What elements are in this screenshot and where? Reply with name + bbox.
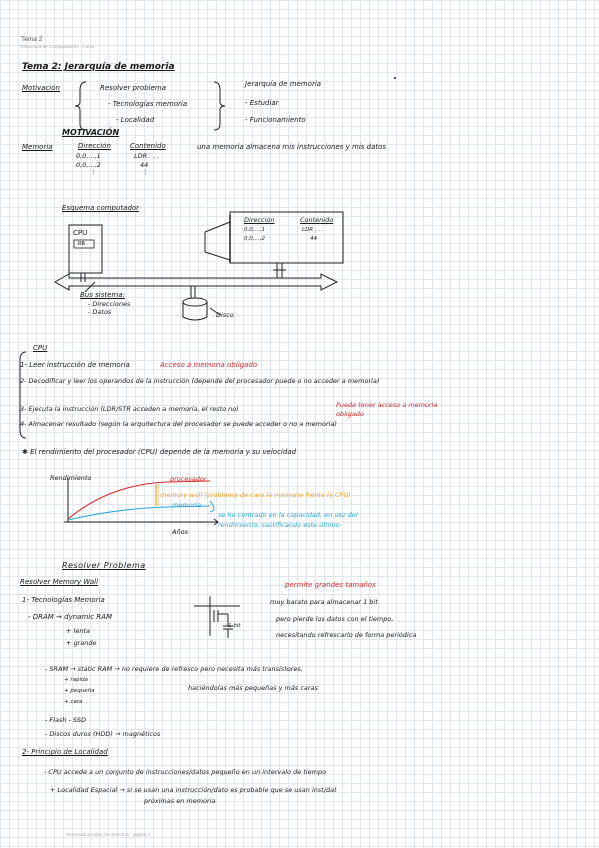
dram-line: - DRAM → dynamic RAM <box>28 613 112 621</box>
ciclo-step-1-note: Acceso a memoria obligado <box>160 361 258 369</box>
esquema-mem-r1-dir: 0,0,...,1 <box>244 227 265 233</box>
motivacion-item-1: Resolver problema <box>100 84 167 92</box>
resolver-title: Resolver Problema <box>62 561 146 570</box>
rendimiento-note: ✱ El rendimiento del procesador (CPU) de… <box>22 448 297 456</box>
bus-label: Bus sistema: <box>80 291 125 299</box>
memoria-row1-dir: 0,0,...,1 <box>76 152 101 160</box>
grafica-note-1: se ha centrado en la capacidad, en vez d… <box>218 511 358 519</box>
procesador-label: procesador <box>170 475 207 483</box>
ciclo-step-1: 1- Leer instrucción de memoria <box>20 361 130 369</box>
grafica-ylabel: Rendimiento <box>50 474 92 482</box>
jerarquia-item-2: - Estudiar <box>245 99 279 107</box>
grafica-note-2: rendimiento, sacrificando este último <box>218 521 340 529</box>
bus-item-2: - Datos <box>88 308 112 316</box>
ciclo-step-3: 3- Ejecuta la instrucción (LDR/STR acced… <box>20 405 239 413</box>
rendimiento-graph <box>64 478 219 526</box>
ciclo-step-2: 2- Decodificar y leer los operandos de l… <box>20 377 380 385</box>
procesador-curve <box>67 480 211 520</box>
dram-desc-1: muy barato para almacenar 1 bit <box>270 598 378 606</box>
memoria-col-dir: Dirección <box>78 142 111 150</box>
dram-prop-1: + lenta <box>66 627 90 635</box>
dram-desc-2: pero pierde los datos con el tiempo, <box>276 615 394 623</box>
esquema-mem-col-cont: Contenido <box>300 216 334 224</box>
cpu-accede-line: - CPU accede a un conjunto de instruccio… <box>44 768 327 776</box>
memoria-label: memoria <box>172 501 202 509</box>
page-footer: Reservados todos los derechos · pagina 1 <box>66 832 151 837</box>
sram-prop-1: + rapida <box>64 677 88 683</box>
memory-wall-label: memory wall (problema de cara la memoria… <box>160 491 351 499</box>
ciclo-title: CPU <box>33 344 48 352</box>
proximas-line: próximas en memoria <box>144 797 216 805</box>
ciclo-brace <box>19 351 27 439</box>
dram-bit-label: 1 bit <box>228 623 241 629</box>
sram-desc: haciéndolas más pequeñas y más caras <box>188 684 318 692</box>
memoria-label: Memoria <box>22 143 53 151</box>
grafica-xlabel: Años <box>172 528 188 536</box>
memoria-ellipsis-2: ⋮ <box>142 168 149 176</box>
memoria-curve <box>67 505 211 521</box>
sram-line: - SRAM → static RAM → no requiere de ref… <box>45 665 303 673</box>
page-header-title: Tema 2 <box>21 36 43 43</box>
cpu-label: CPU <box>73 229 88 237</box>
motivacion-label: Motivación <box>22 84 60 92</box>
localidad-espacial-line: + Localidad Espacial → si se usan una in… <box>50 786 337 794</box>
esquema-mem-col-dir: Dirección <box>244 216 275 224</box>
discos-line: - Discos duros (HDD) → magnéticos <box>45 730 161 738</box>
localidad-heading: 2- Principio de Localidad <box>22 748 108 756</box>
memoria-description: una memoria almacena mis instrucciones y… <box>197 143 387 151</box>
motivacion-subtitle: MOTIVACIÓN <box>62 128 120 137</box>
resolver-subtitle: Resolver Memory Wall <box>20 578 99 586</box>
brace-left <box>74 81 87 131</box>
ink-dot <box>394 77 396 79</box>
esquema-mem-r2-dir: 0,0,...,2 <box>244 236 265 242</box>
dram-desc-3: necesitando refrescarlo de forma periódi… <box>276 631 417 639</box>
flash-line: - Flash - SSD <box>45 716 86 724</box>
register-bank-label: RB <box>78 241 85 247</box>
jerarquia-item-1: Jerarquía de memoria <box>245 80 322 88</box>
jerarquia-item-3: - Funcionamiento <box>245 116 306 124</box>
dram-red-note: permite grandes tamaños <box>285 581 376 589</box>
motivacion-item-2: - Tecnologías memoria <box>108 100 188 108</box>
memoria-col-cont: Contenido <box>130 142 166 150</box>
esquema-mem-r2-cont: 44 <box>310 236 317 242</box>
bus-item-1: - Direcciones <box>88 300 131 308</box>
sram-prop-3: + cara <box>64 699 83 705</box>
topic-title: Tema 2: Jerarquía de memoria <box>22 62 175 72</box>
memoria-row2-cont: 44 <box>140 161 149 169</box>
sram-prop-2: + pequeña <box>64 688 95 694</box>
dram-prop-2: + grande <box>66 639 97 647</box>
memoria-ellipsis-1: ⋮ <box>90 168 97 176</box>
esquema-title: Esquema computador <box>62 204 140 212</box>
esquema-diagram <box>53 211 344 321</box>
disco-label: Disco <box>216 311 234 319</box>
ciclo-step-3-note: Puede tener acceso a memoria obligado <box>336 401 438 418</box>
dram-cell-diagram <box>194 596 240 638</box>
page-header-subtitle: Estructura de Computadores · Curso <box>21 44 95 49</box>
memoria-row1-cont: LDR . . . <box>134 152 160 160</box>
tecnologias-heading: 1- Tecnologías Memoria <box>22 596 105 604</box>
memoria-row2-dir: 0,0,...,2 <box>76 161 101 169</box>
brace-right <box>213 81 226 131</box>
motivacion-item-3: - Localidad <box>116 116 155 124</box>
ciclo-step-4: 4- Almacenar resultado (según la arquite… <box>20 420 337 428</box>
esquema-mem-r1-cont: LDR . . . <box>302 227 324 233</box>
